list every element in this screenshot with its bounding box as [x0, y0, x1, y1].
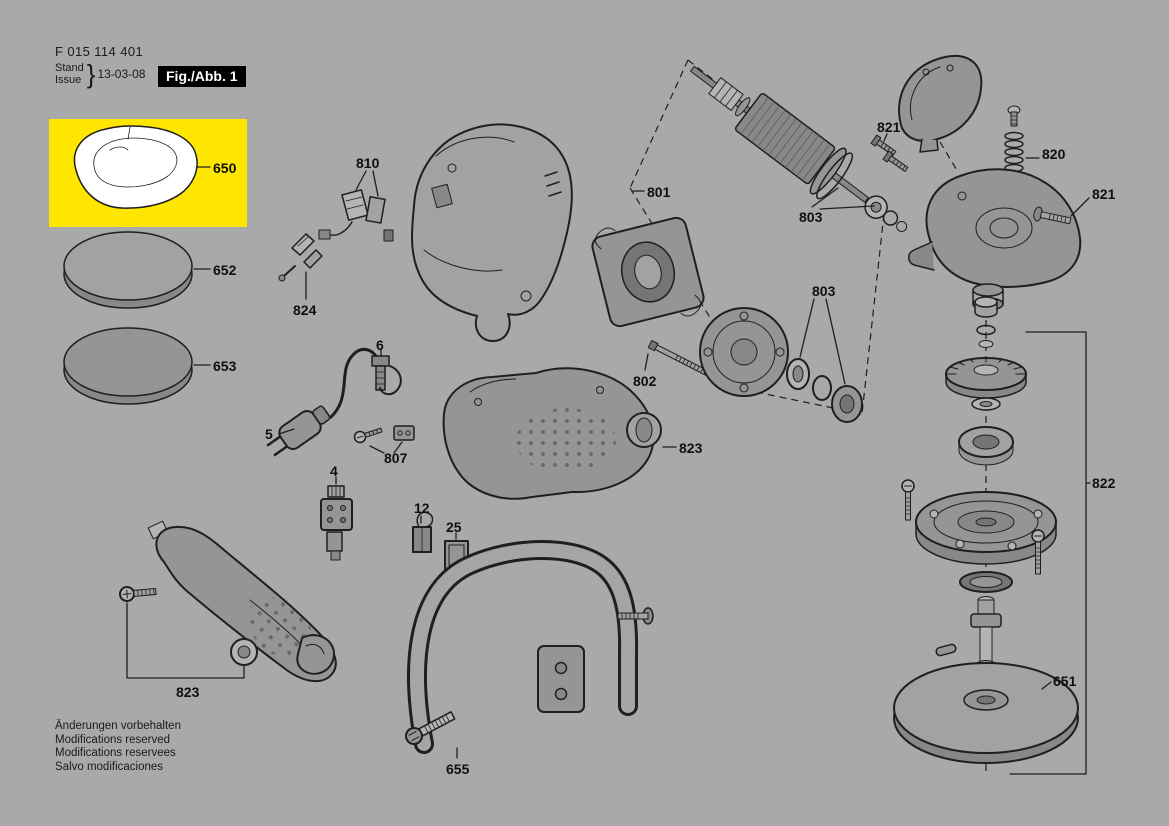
figure-label: Fig./Abb. 1 [158, 66, 246, 87]
part-651-backing-pad [893, 662, 1079, 764]
part-821-screw-right [1033, 206, 1072, 225]
part-822-spindle-assembly [901, 296, 1091, 775]
part-5-cord [266, 347, 380, 457]
part-655-bail-handle [405, 540, 654, 759]
part-803-armature [690, 65, 908, 232]
motor-housing [411, 123, 573, 342]
brace-glyph: } [86, 59, 96, 89]
part-802-field [591, 216, 712, 378]
document-number: F 015 114 401 [55, 44, 144, 59]
end-shield [699, 307, 789, 397]
footer-line-de: Änderungen vorbehalten [55, 720, 181, 732]
stand-label: Stand [55, 62, 84, 74]
bonnet-outline [73, 125, 198, 209]
part-650-bonnet-group [49, 119, 247, 227]
gear-housing-cover [898, 55, 983, 153]
part-6-grommet [371, 348, 402, 396]
part-803-bearing-set [786, 298, 863, 423]
leader-803-armature [811, 187, 875, 210]
part-4-switch [320, 476, 353, 561]
part-823-gear-cover [442, 367, 677, 500]
part-12-carbon-brush [412, 511, 434, 553]
part-823-handle [119, 520, 337, 683]
part-652-pad [63, 231, 211, 309]
footer-line-fr: Modifications reservees [55, 747, 176, 759]
part-653-pad [63, 327, 211, 405]
part-807-cord-clamp [353, 425, 415, 454]
footer-line-es: Salvo modificaciones [55, 760, 164, 773]
part-824-brush-cap [278, 233, 323, 300]
gear-head-housing [908, 168, 1090, 311]
footer-notes: Änderungen vorbehalten Modifications res… [55, 720, 181, 774]
part-821-screws-left [870, 133, 909, 173]
stand-issue-block: Stand Issue } 13-03-08 [55, 59, 146, 89]
issue-label: Issue [55, 74, 82, 86]
issue-date: 13-03-08 [97, 67, 146, 81]
footer-line-en: Modifications reserved [55, 733, 171, 746]
part-810-brush-set [318, 170, 394, 242]
